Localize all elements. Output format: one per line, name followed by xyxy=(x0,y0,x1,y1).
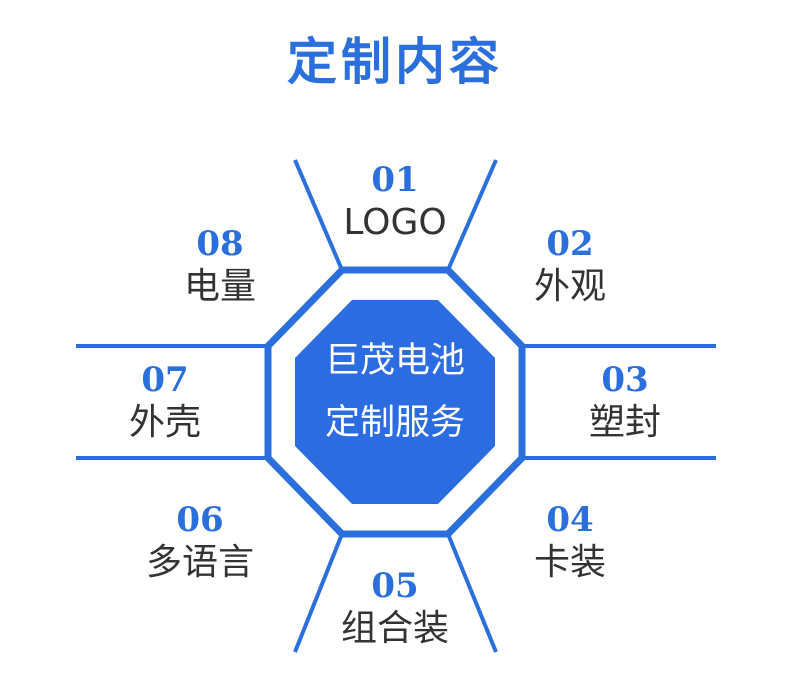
item-label: 外壳 xyxy=(128,402,201,443)
item-number: 08 xyxy=(196,224,244,264)
item-number: 06 xyxy=(176,500,224,540)
divider-top-left xyxy=(293,159,344,271)
item-card-pack: 04 卡装 xyxy=(490,500,650,586)
item-number: 02 xyxy=(546,224,594,264)
item-combo-pack: 05 组合装 xyxy=(315,566,475,652)
divider-top-right xyxy=(446,159,498,271)
divider-bottom-right xyxy=(446,533,498,653)
item-multi-language: 06 多语言 xyxy=(120,500,280,586)
item-number: 01 xyxy=(371,160,419,200)
item-label: LOGO xyxy=(343,202,447,243)
item-label: 电量 xyxy=(183,266,256,307)
item-label: 外观 xyxy=(533,266,606,307)
center-octagon xyxy=(295,300,495,504)
item-label: 塑封 xyxy=(588,402,661,443)
item-label: 卡装 xyxy=(533,542,606,583)
divider-bottom-left xyxy=(293,533,344,653)
item-casing: 07 外壳 xyxy=(85,360,245,446)
item-capacity: 08 电量 xyxy=(140,224,300,310)
item-number: 03 xyxy=(601,360,649,400)
page-title: 定制内容 xyxy=(287,33,503,91)
item-label: 多语言 xyxy=(145,542,254,583)
item-appearance: 02 外观 xyxy=(490,224,650,310)
item-number: 04 xyxy=(546,500,594,540)
item-logo: 01 LOGO xyxy=(315,160,475,246)
item-number: 07 xyxy=(141,360,189,400)
center-line-2: 定制服务 xyxy=(324,403,465,443)
center-line-1: 巨茂电池 xyxy=(324,341,465,381)
item-number: 05 xyxy=(371,566,419,606)
item-shrink-wrap: 03 塑封 xyxy=(545,360,705,446)
item-label: 组合装 xyxy=(340,608,449,649)
center-text: 巨茂电池 定制服务 xyxy=(300,330,490,454)
